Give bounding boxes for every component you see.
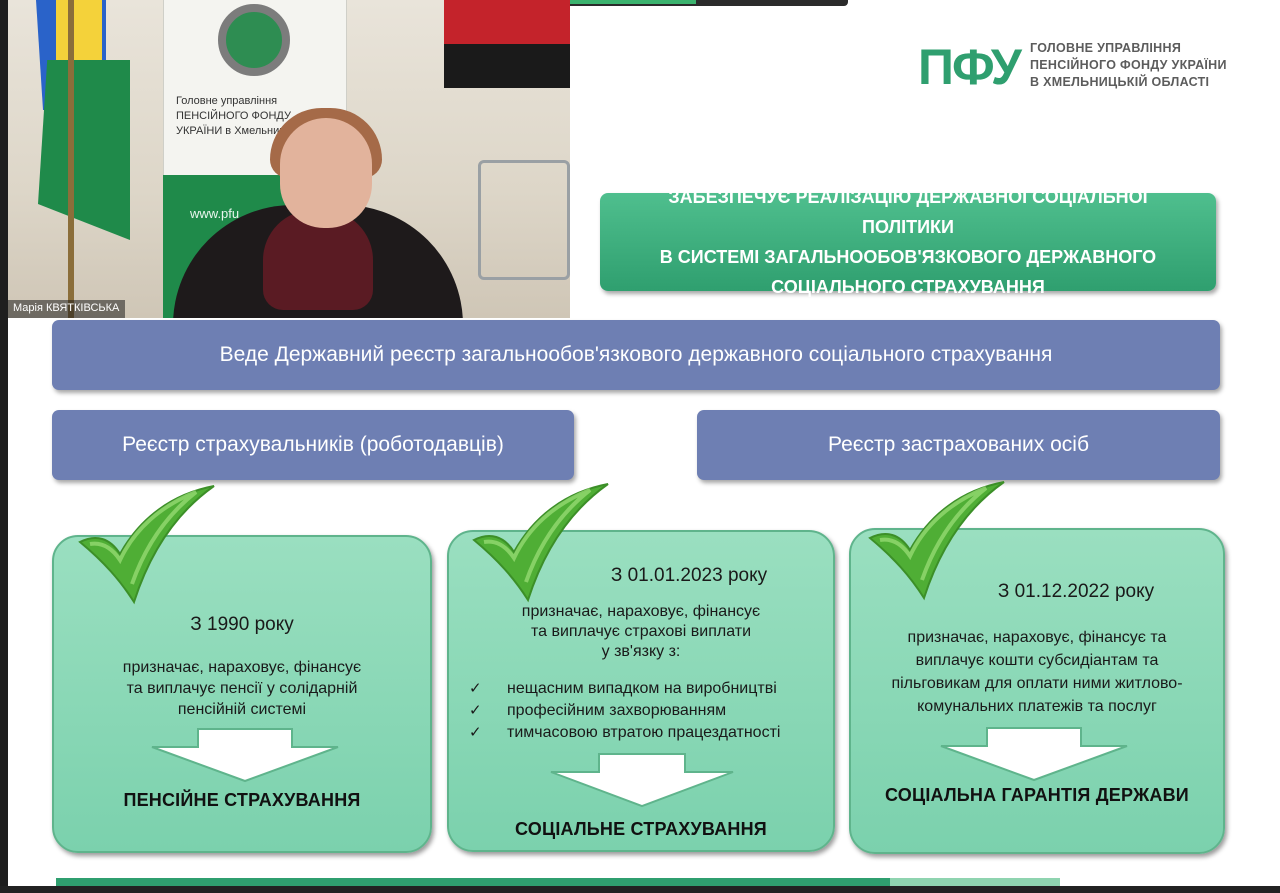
list-item: ✓тимчасовою втратою працездатності [469, 722, 829, 744]
headline-line3: СОЦІАЛЬНОГО СТРАХУВАННЯ [771, 277, 1045, 297]
card-body: призначає, нараховує, фінансує та виплач… [122, 659, 362, 718]
checkmark-icon [78, 485, 215, 605]
card-social-insurance: З 01.01.2023 року призначає, нараховує, … [447, 530, 835, 852]
pfu-banner-text: Головне управління ПЕНСІЙНОГО ФОНДУ УКРА… [176, 95, 305, 137]
registry-employers-box: Реєстр страхувальників (роботодавців) [52, 410, 574, 480]
card-pension-insurance: З 1990 року призначає, нараховує, фінанс… [52, 535, 432, 853]
list-item: ✓професійним захворюванням [469, 700, 829, 722]
headline-box: ЗАБЕЗПЕЧУЄ РЕАЛІЗАЦІЮ ДЕРЖАВНОЇ СОЦІАЛЬН… [600, 187, 1216, 297]
speaker-face [280, 118, 372, 228]
pfu-logo-text: ГОЛОВНЕ УПРАВЛІННЯ ПЕНСІЙНОГО ФОНДУ УКРА… [1030, 40, 1260, 91]
card-footer: СОЦІАЛЬНЕ СТРАХУВАННЯ [515, 819, 767, 839]
participant-video-tile[interactable]: Головне управління ПЕНСІЙНОГО ФОНДУ УКРА… [8, 0, 570, 318]
window-left-edge [0, 0, 8, 893]
pfu-logo-line1: ГОЛОВНЕ УПРАВЛІННЯ [1030, 41, 1182, 55]
tick-icon: ✓ [469, 680, 482, 697]
checkmark-icon [868, 481, 1005, 601]
card-footer: СОЦІАЛЬНА ГАРАНТІЯ ДЕРЖАВИ [885, 785, 1189, 805]
participant-name-label: Марія КВЯТКІВСЬКА [8, 300, 126, 318]
chairs [478, 160, 570, 280]
slide-bottom-bar [56, 878, 890, 886]
red-black-flag [444, 0, 570, 88]
card-title: З 1990 року [190, 614, 294, 635]
pfu-banner-url: www.pfu [190, 206, 240, 221]
pfu-logo-line3: В ХМЕЛЬНИЦЬКІЙ ОБЛАСТІ [1030, 75, 1210, 89]
top-toolbar-indicator [560, 0, 696, 4]
list-item: ✓нещасним випадком на виробництві [469, 678, 829, 700]
flag-pole [68, 0, 74, 318]
card-body: призначає, нараховує, фінансує та виплач… [521, 603, 761, 660]
headline-line2: В СИСТЕМІ ЗАГАЛЬНООБОВ'ЯЗКОВОГО ДЕРЖАВНО… [659, 247, 1157, 267]
insurance-cases-list: ✓нещасним випадком на виробництві ✓профе… [469, 678, 829, 744]
headline-line1: ЗАБЕЗПЕЧУЄ РЕАЛІЗАЦІЮ ДЕРЖАВНОЇ СОЦІАЛЬН… [668, 187, 1148, 237]
tick-icon: ✓ [469, 702, 482, 719]
pfu-logo: ПФУ [918, 39, 1022, 95]
checkmark-icon [472, 483, 609, 603]
registry-main-box: Веде Державний реєстр загальнообов'язков… [52, 320, 1220, 390]
down-arrow-icon [151, 728, 339, 783]
card-title: З 01.01.2023 року [610, 565, 768, 586]
tick-icon: ✓ [469, 724, 482, 741]
down-arrow-icon [940, 727, 1128, 782]
window-bottom-edge [0, 886, 1280, 893]
card-state-guarantee: З 01.12.2022 року призначає, нараховує, … [849, 528, 1225, 854]
card-body: призначає, нараховує, фінансує та виплач… [891, 629, 1183, 715]
card-title: З 01.12.2022 року [997, 581, 1155, 602]
slide-bottom-bar-light [890, 878, 1060, 886]
pfu-logo-line2: ПЕНСІЙНОГО ФОНДУ УКРАЇНИ [1030, 58, 1227, 72]
registry-insured-box: Реєстр застрахованих осіб [697, 410, 1220, 480]
pfu-emblem-icon [218, 4, 290, 76]
down-arrow-icon [550, 753, 734, 808]
card-footer: ПЕНСІЙНЕ СТРАХУВАННЯ [123, 790, 361, 810]
